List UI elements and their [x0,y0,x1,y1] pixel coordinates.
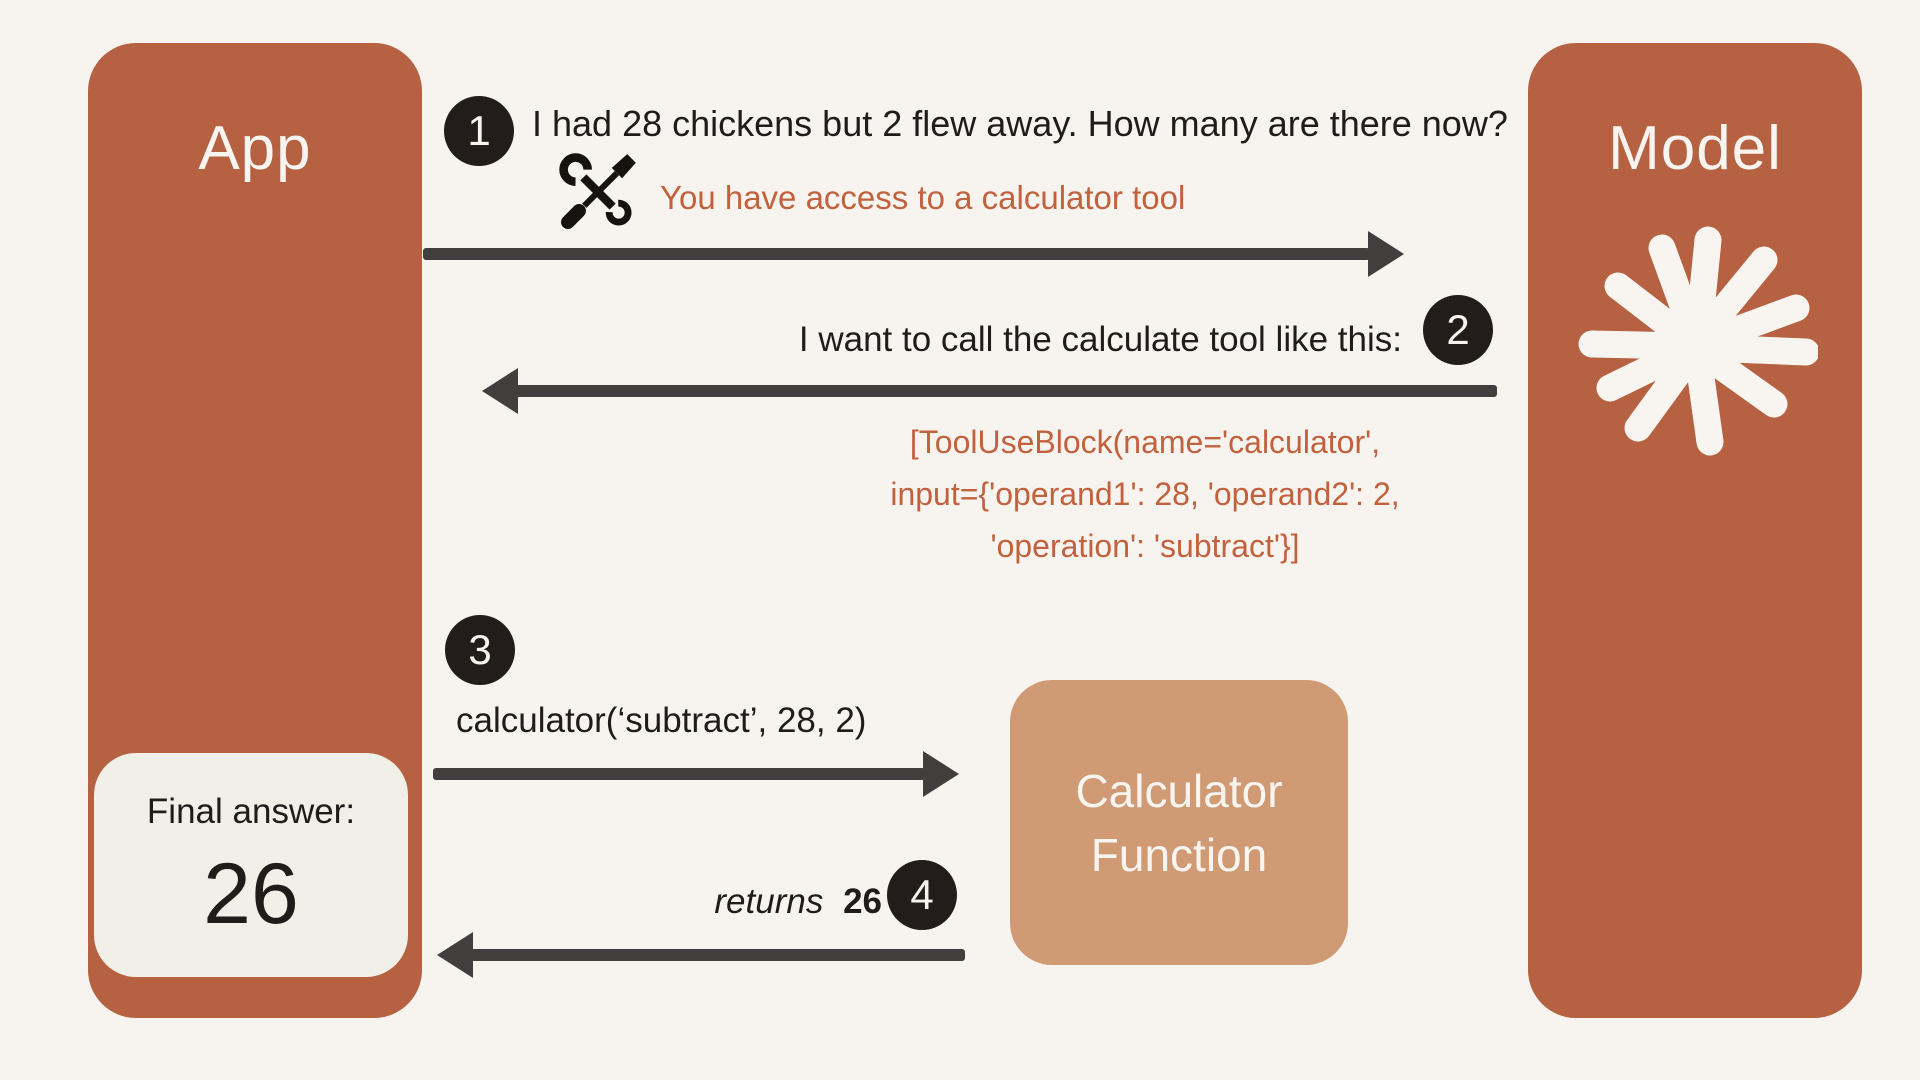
step-2-badge: 2 [1423,295,1493,365]
arrow-step3-app-to-function [433,751,959,797]
code-line-2: input={'operand1': 28, 'operand2': 2, [890,476,1400,512]
step-3-call: calculator(‘subtract’, 28, 2) [456,701,867,740]
step-4-number: 4 [910,871,934,918]
step-2-message: I want to call the calculate tool like t… [798,320,1402,359]
step-4-returns-label: returns [714,882,824,921]
calculator-function-title-line2: Function [1090,828,1268,881]
final-answer-box [94,753,408,977]
arrow-step4-function-to-app [437,932,965,978]
calculator-function-title-line1: Calculator [1075,764,1283,817]
step-4-returns: returns 26 [602,882,882,922]
step-4-returns-value: 26 [843,882,882,921]
calculator-function-box: Calculator Function [1010,680,1348,965]
step-3-badge: 3 [445,615,515,685]
step-2-number: 2 [1446,306,1470,353]
step-1-number: 1 [467,107,491,154]
model-starburst-icon [1578,226,1818,456]
model-title: Model [1608,114,1782,183]
arrow-step1-app-to-model [423,231,1404,277]
app-title: App [198,114,312,183]
final-answer-label: Final answer: [146,792,356,831]
step-1-message: I had 28 chickens but 2 flew away. How m… [532,103,1508,144]
step-1-badge: 1 [444,96,514,166]
model-actor-box: Model [1528,43,1862,1018]
tools-icon [559,153,636,229]
step-1-system-note: You have access to a calculator tool [660,179,1186,216]
code-line-3: 'operation': 'subtract'}] [990,528,1300,564]
arrow-step2-model-to-app [482,368,1497,414]
code-line-1: [ToolUseBlock(name='calculator', [909,424,1381,460]
step-4-badge: 4 [887,860,957,930]
tool-use-block-code: [ToolUseBlock(name='calculator', input={… [835,416,1455,572]
step-3-number: 3 [468,626,492,673]
final-answer-value: 26 [203,846,299,942]
